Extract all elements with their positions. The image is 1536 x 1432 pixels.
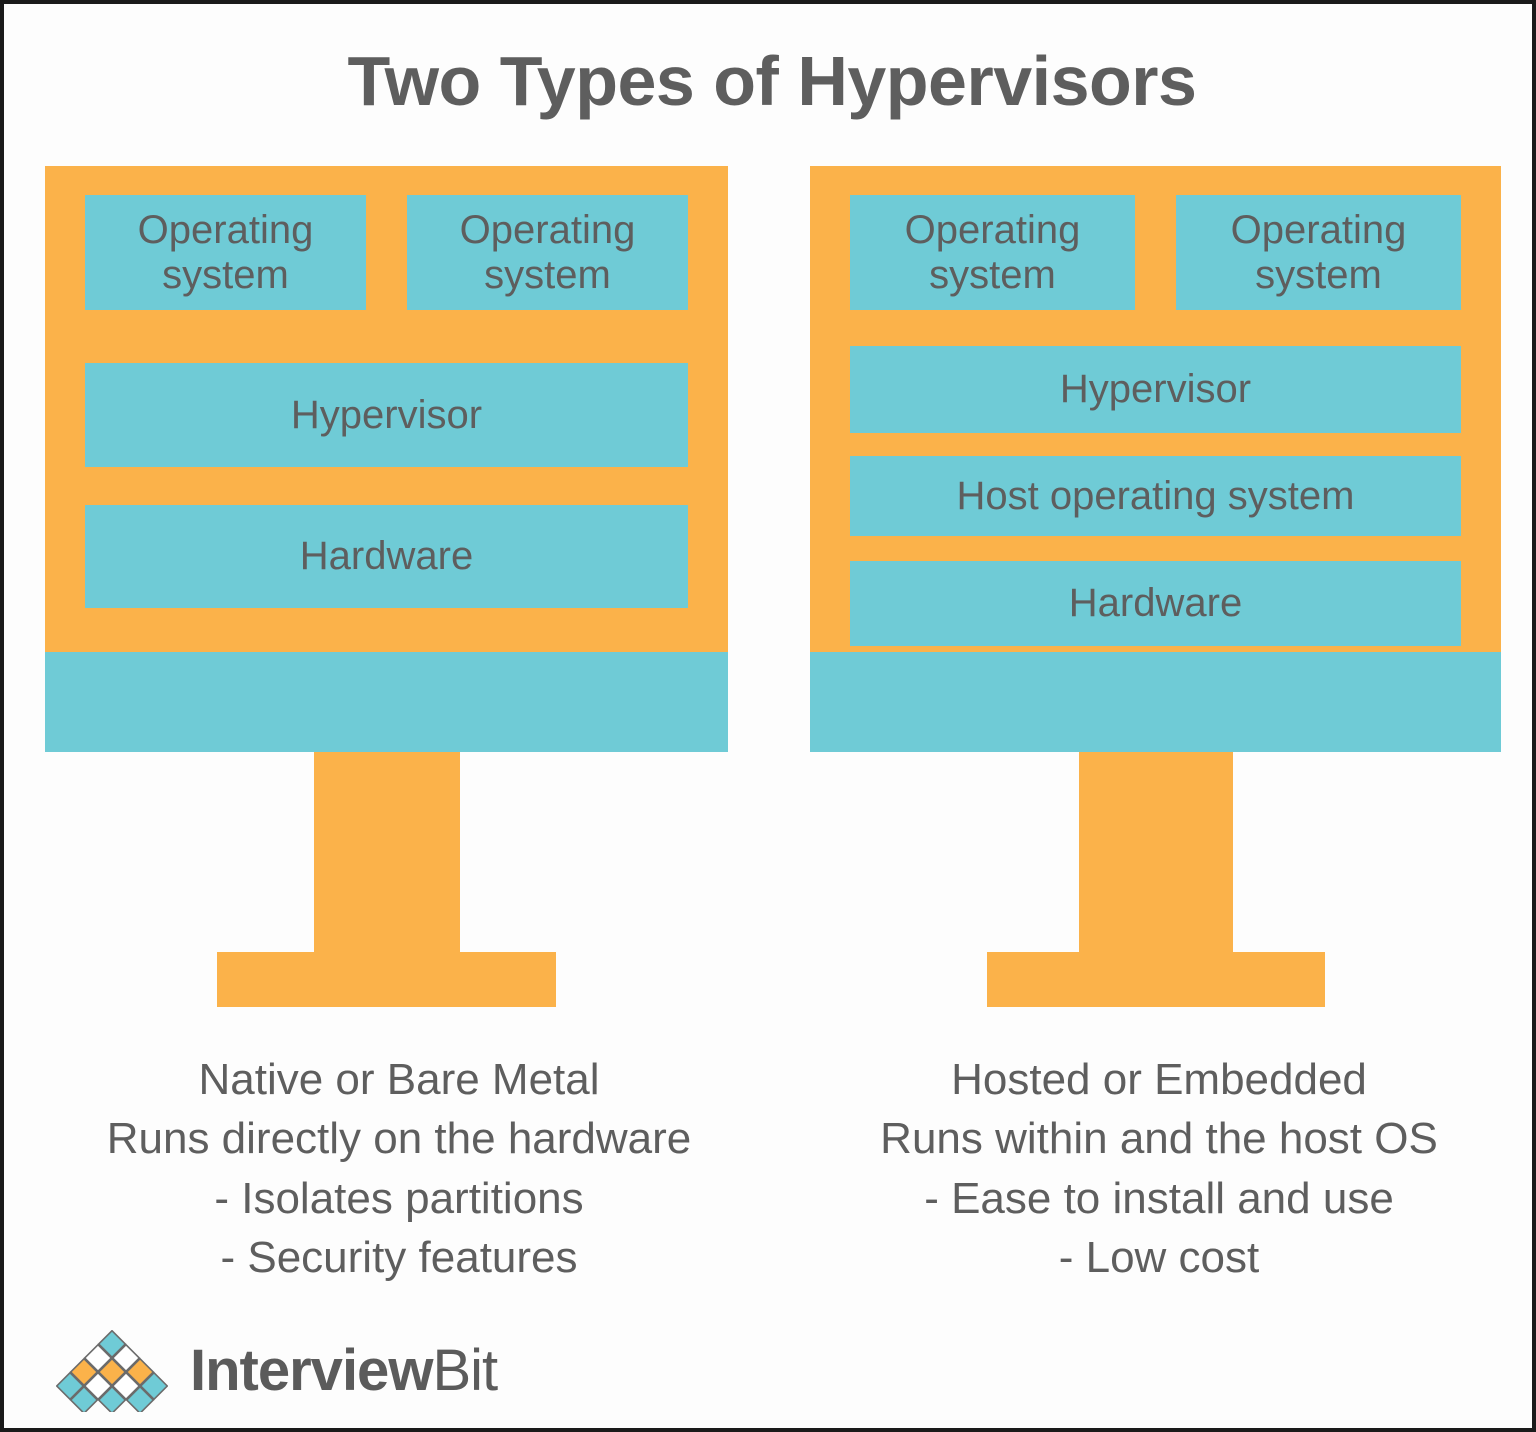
type-1-layer-hardware: Hardware bbox=[85, 505, 688, 608]
interviewbit-wordmark: InterviewBit bbox=[190, 1342, 498, 1400]
type-1-caption-line-2: Runs directly on the hardware bbox=[106, 1114, 692, 1164]
type-2-caption-line-1: Hosted or Embedded bbox=[951, 1055, 1367, 1104]
logo-text-secondary: Bit bbox=[432, 1338, 498, 1403]
type-1-caption-line-1: Native or Bare Metal bbox=[198, 1055, 600, 1104]
type-1-caption: Native or Bare Metal Runs directly on th… bbox=[34, 1050, 764, 1288]
type-2-screen: Operating system Operating system Hyperv… bbox=[810, 166, 1501, 652]
type-2-caption-line-2: Runs within and the host OS bbox=[880, 1114, 1438, 1164]
type-1-screen: Operating system Operating system Hyperv… bbox=[45, 166, 728, 652]
type-1-stand-stem bbox=[313, 752, 460, 952]
type-1-caption-line-4: - Security features bbox=[220, 1233, 578, 1283]
type-1-os-box-2: Operating system bbox=[407, 195, 688, 310]
type-1-os-box-1: Operating system bbox=[85, 195, 366, 310]
type-1-monitor-bezel bbox=[45, 652, 728, 752]
type-2-caption-line-3: - Ease to install and use bbox=[924, 1173, 1394, 1223]
interviewbit-diamond-mark bbox=[56, 1330, 168, 1412]
logo-text-primary: Interview bbox=[190, 1338, 433, 1403]
type-2-stand-foot bbox=[986, 952, 1325, 1007]
hypervisor-type-2-monitor: Operating system Operating system Hyperv… bbox=[810, 166, 1501, 1007]
page-title: Two Types of Hypervisors bbox=[347, 42, 1197, 120]
type-1-os-row: Operating system Operating system bbox=[85, 195, 688, 310]
type-1-layer-hypervisor: Hypervisor bbox=[85, 363, 688, 467]
type-2-caption-line-4: - Low cost bbox=[1058, 1233, 1260, 1283]
type-2-stand-stem bbox=[1078, 752, 1233, 952]
type-2-os-row: Operating system Operating system bbox=[850, 195, 1461, 310]
type-1-stand-foot bbox=[217, 952, 556, 1007]
hypervisor-type-1-monitor: Operating system Operating system Hyperv… bbox=[45, 166, 728, 1007]
type-2-monitor-bezel bbox=[810, 652, 1501, 752]
type-2-layer-hypervisor: Hypervisor bbox=[850, 346, 1461, 433]
type-1-caption-line-3: - Isolates partitions bbox=[214, 1173, 584, 1223]
type-2-caption: Hosted or Embedded Runs within and the h… bbox=[794, 1050, 1524, 1288]
interviewbit-logo: InterviewBit bbox=[56, 1330, 498, 1412]
type-2-layer-hardware: Hardware bbox=[850, 561, 1461, 646]
type-2-os-box-2: Operating system bbox=[1176, 195, 1461, 310]
type-2-os-box-1: Operating system bbox=[850, 195, 1135, 310]
type-2-layer-host-operating-system: Host operating system bbox=[850, 456, 1461, 536]
